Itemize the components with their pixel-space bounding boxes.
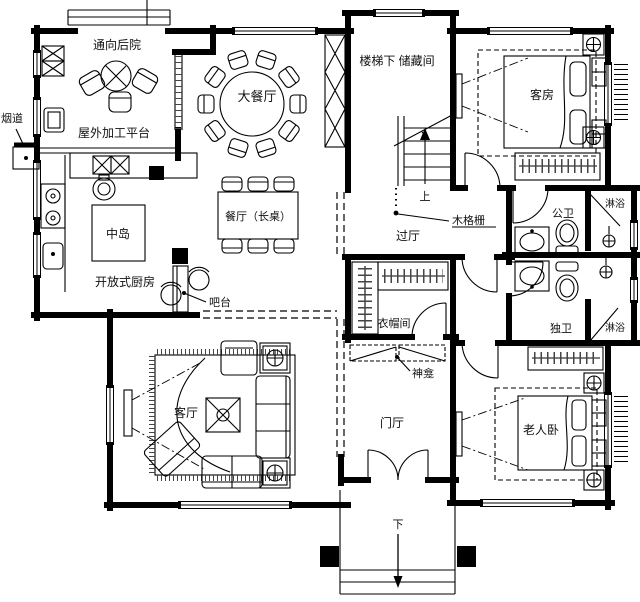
label-public-bathroom: 公卫 [552, 208, 574, 220]
label-shower-2: 淋浴 [605, 321, 625, 334]
room-labels: 烟道 通向后院 屋外加工平台 大餐厅 楼梯下 储藏间 客房 中岛 开放式厨房 餐… [1, 37, 625, 531]
tv [455, 73, 463, 119]
label-living-room: 客厅 [174, 405, 198, 420]
label-guest-room: 客房 [530, 87, 554, 102]
shrine-cabinet [349, 344, 446, 372]
label-dining-long-table: 餐厅（长桌） [225, 209, 291, 223]
doors [367, 152, 621, 481]
kitchen-fixtures [40, 152, 198, 292]
label-outdoor-platform: 屋外加工平台 [78, 125, 150, 140]
label-hallway: 过厅 [396, 229, 420, 243]
elder-bedroom-furniture [455, 346, 607, 491]
column [320, 546, 339, 567]
column [172, 248, 188, 264]
label-wood-grille: 木格栅 [452, 213, 485, 227]
label-cloakroom: 衣帽间 [378, 316, 411, 330]
windows [33, 9, 638, 509]
patio-set [40, 45, 183, 154]
long-dining-table [217, 176, 299, 254]
interior-walls [107, 49, 640, 506]
label-center-island: 中岛 [106, 226, 130, 241]
bar-area [160, 248, 210, 313]
open-boundaries [203, 192, 345, 457]
label-shrine: 神龛 [412, 366, 434, 380]
entry-porch [320, 490, 476, 595]
staircase [393, 113, 496, 228]
bathroom-fixtures [514, 219, 616, 302]
living-room-furniture [123, 340, 296, 489]
label-to-backyard: 通向后院 [93, 37, 141, 52]
label-flue: 烟道 [1, 111, 23, 125]
label-shower-1: 淋浴 [605, 197, 625, 210]
label-elder-bedroom: 老人卧 [523, 423, 559, 437]
round-dining-table [197, 34, 346, 158]
label-bar-counter: 吧台 [209, 295, 231, 309]
label-stair-up: 上 [420, 190, 431, 203]
guest-room-furniture [455, 33, 607, 181]
label-grand-dining: 大餐厅 [237, 89, 276, 104]
backyard-steps [67, 0, 171, 26]
flue-box [12, 128, 40, 170]
column [149, 166, 164, 180]
label-understair-storage: 楼梯下 储藏间 [359, 53, 434, 68]
cloakroom-closets [351, 261, 449, 335]
tv [455, 411, 463, 457]
tv [123, 389, 133, 437]
label-open-kitchen: 开放式厨房 [95, 274, 155, 289]
label-entry-down: 下 [393, 519, 404, 531]
island-counter [91, 204, 146, 262]
label-private-bathroom: 独卫 [550, 322, 572, 335]
column [457, 546, 476, 567]
exterior-walls [31, 10, 640, 511]
label-entrance-hall: 门厅 [380, 415, 404, 430]
